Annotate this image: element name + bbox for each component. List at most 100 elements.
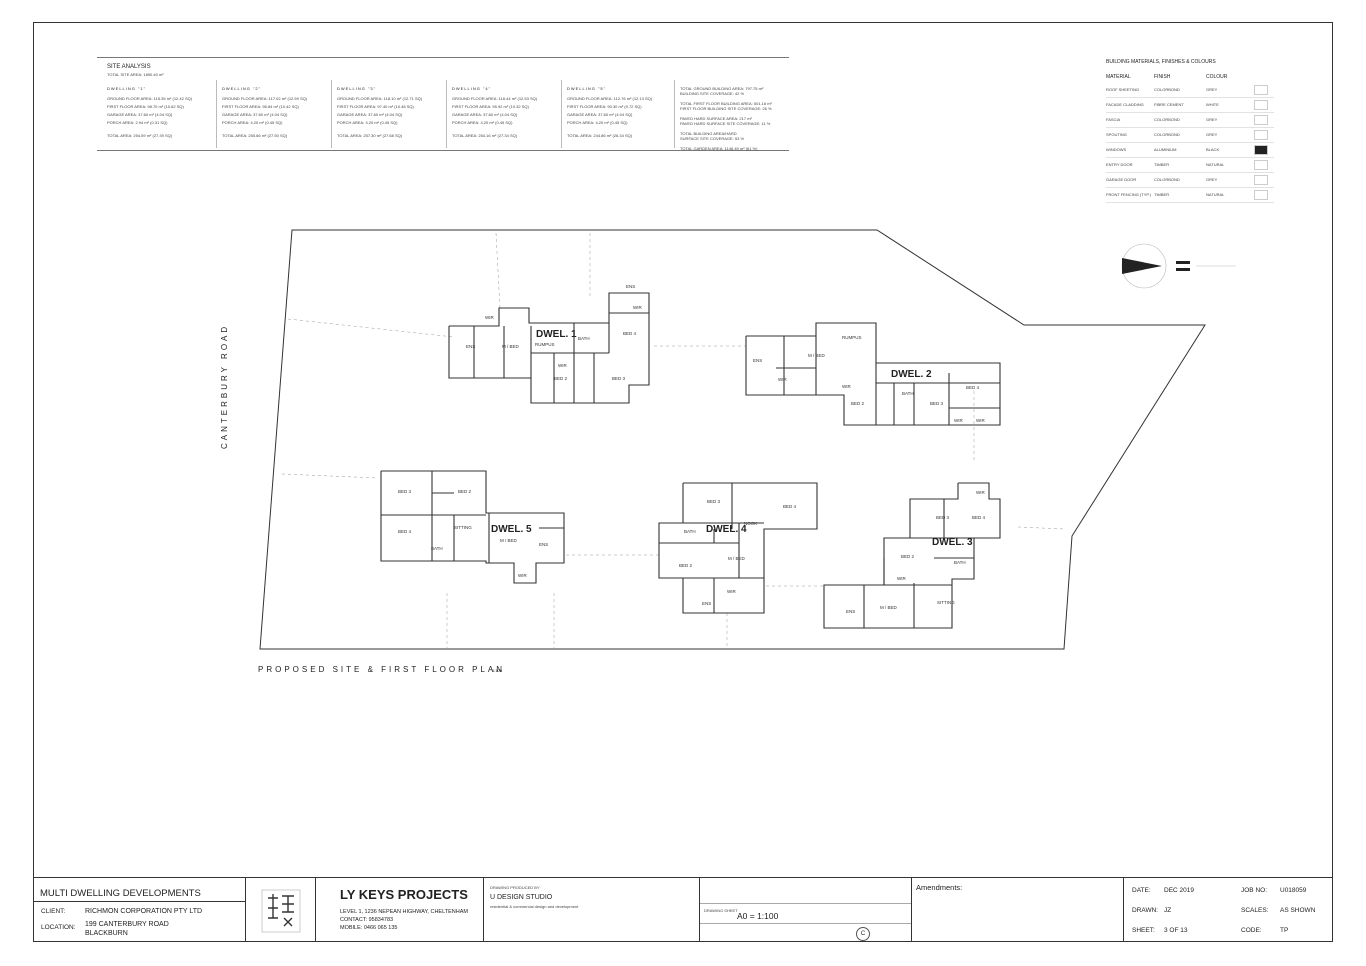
dwelling-4-label: DWEL. 4: [706, 524, 747, 535]
materials-table: BUILDING MATERIALS, FINISHES & COLOURS M…: [1106, 57, 1274, 203]
drawn-value: JZ: [1164, 907, 1172, 914]
room-label: ENS: [846, 609, 856, 614]
site-total-line: PAVED HARD SURFACE AREA: 217 m²: [680, 116, 752, 121]
room-label: RUMPUS: [535, 342, 555, 347]
dwelling-2-label: DWEL. 2: [891, 369, 932, 380]
material-colour: GREY: [1206, 117, 1218, 122]
dwelling-1-outline: [448, 292, 650, 404]
room-label: BED 2: [901, 554, 915, 559]
material-colour: GREY: [1206, 87, 1218, 92]
dwelling-area-column: DWELLING "5"GROUND FLOOR AREA: 112.76 m²…: [567, 86, 677, 138]
dwelling-area-heading: DWELLING "1": [107, 86, 147, 91]
room-label: WIR: [485, 315, 494, 320]
client-name: RICHMON CORPORATION PTY LTD: [85, 908, 203, 915]
site-plan-drawing: [259, 229, 1236, 650]
dwelling-area-heading: DWELLING "4": [452, 86, 492, 91]
firm-address: LEVEL 1, 1236 NEPEAN HIGHWAY, CHELTENHAM: [340, 909, 468, 915]
dwelling-area-row: GROUND FLOOR AREA: 116.44 m² (12.53 SQ): [452, 96, 538, 101]
dwelling-area-column: DWELLING "4" GROUND FLOOR AREA: 116.44 m²…: [452, 86, 562, 138]
room-label: BATH: [902, 391, 914, 396]
room-label: WIR: [976, 490, 985, 495]
job-value: U018059: [1280, 887, 1307, 894]
site-analysis-title: SITE ANALYSIS: [107, 64, 151, 70]
room-label: M / BED: [728, 556, 745, 561]
material-finish: TIMBER: [1154, 162, 1170, 167]
room-label: WIR: [842, 384, 851, 389]
dwelling-5-outline: [380, 470, 565, 584]
colour-swatch: [1254, 190, 1268, 200]
material-colour: NATURAL: [1206, 162, 1225, 167]
materials-title: BUILDING MATERIALS, FINISHES & COLOURS: [1106, 59, 1216, 65]
firm-name: LY KEYS PROJECTS: [340, 887, 468, 902]
site-total-line: TOTAL GROUND BUILDING AREA: 797.75 m²: [680, 86, 764, 91]
north-arrow: [1121, 243, 1236, 289]
room-label: WIR: [778, 377, 787, 382]
room-label: BATH: [954, 560, 966, 565]
dwelling-area-column: DWELLING "2"GROUND FLOOR AREA: 117.02 m²…: [222, 86, 332, 138]
drawing-sheet: SITE ANALYSIS TOTAL SITE AREA: 1890.40 m…: [33, 22, 1333, 942]
room-label: BED 2: [554, 376, 568, 381]
site-analysis-table: SITE ANALYSIS TOTAL SITE AREA: 1890.40 m…: [97, 57, 789, 151]
produced-by-label: DRAWING PRODUCED BY: [490, 885, 540, 890]
dwelling-area-row: GARAGE AREA: 37.60 m² (4.04 SQ): [107, 112, 173, 117]
room-label: ENS: [539, 542, 549, 547]
dwelling-area-row: FIRST FLOOR AREA: 98.70 m² (10.62 SQ): [107, 104, 184, 109]
studio-note: residential & commercial design and deve…: [490, 904, 579, 909]
room-label: ENS: [466, 344, 476, 349]
dwelling-1-label: DWEL. 1: [536, 329, 577, 340]
site-total-line: PAVED HARD SURFACE SITE COVERAGE: 11 %: [680, 121, 771, 126]
plan-title: PROPOSED SITE & FIRST FLOOR PLAN: [258, 665, 505, 674]
dwelling-area-total: TOTAL AREA: 255.66 m² (27.50 SQ): [222, 133, 288, 138]
material-name: FRONT FENCING (TYP.): [1106, 192, 1151, 197]
dwelling-area-row: FIRST FLOOR AREA: 90.30 m² (9.72 SQ): [567, 104, 642, 109]
materials-header-colour: COLOUR: [1206, 74, 1228, 80]
room-label: BED 4: [623, 331, 637, 336]
room-label: BED 4: [783, 504, 797, 509]
material-row: ENTRY DOOR TIMBER NATURAL: [1106, 158, 1274, 173]
room-label: WIR: [976, 418, 985, 423]
room-label: BED 4: [966, 385, 980, 390]
firm-cell: LY KEYS PROJECTS LEVEL 1, 1236 NEPEAN HI…: [316, 878, 484, 942]
plan-scale: 1:100: [492, 668, 503, 673]
date-label: DATE:: [1132, 887, 1151, 894]
site-boundary: [259, 229, 1206, 650]
material-name: GARAGE DOOR: [1106, 177, 1137, 182]
location-line-1: 199 CANTERBURY ROAD: [85, 921, 169, 928]
material-name: FASCIA: [1106, 117, 1121, 122]
drawing-sheet-label: DRAWING SHEET: [704, 908, 738, 913]
dwelling-area-row: GARAGE AREA: 37.60 m² (4.04 SQ): [222, 112, 288, 117]
room-label: M / BED: [500, 538, 517, 543]
code-value: TP: [1280, 927, 1289, 934]
client-label: CLIENT:: [41, 908, 66, 915]
dwelling-5-label: DWEL. 5: [491, 524, 532, 535]
room-label: BED 3: [398, 489, 412, 494]
room-label: BED 2: [679, 563, 693, 568]
dwelling-3-label: DWEL. 3: [932, 537, 973, 548]
dwelling-area-row: PORCH AREA: 4.20 m² (0.45 SQ): [567, 120, 628, 125]
dwelling-area-row: FIRST FLOOR AREA: 96.84 m² (10.42 SQ): [222, 104, 299, 109]
colour-swatch: [1254, 160, 1268, 170]
site-total-line: TOTAL BUILDING AREA/HARD: [680, 131, 737, 136]
sheet-info-cell: DATE: DEC 2019 DRAWN: JZ SHEET: 3 OF 13 …: [1124, 878, 1332, 942]
room-label: ENS: [753, 358, 763, 363]
dwelling-area-row: PORCH AREA: 4.20 m² (0.45 SQ): [337, 120, 398, 125]
code-label: CODE:: [1241, 927, 1262, 934]
room-label: BED 2: [458, 489, 472, 494]
amendments-label: Amendments:: [916, 883, 963, 892]
dwelling-2-outline: [745, 322, 1001, 426]
site-total-line: FIRST FLOOR BUILDING SITE COVERAGE: 26 %: [680, 106, 772, 111]
materials-header-material: MATERIAL: [1106, 74, 1131, 80]
dwelling-area-row: GARAGE AREA: 37.60 m² (4.04 SQ): [567, 112, 633, 117]
dwelling-3-outline: [823, 482, 1001, 629]
site-total-line: TOTAL FIRST FLOOR BUILDING AREA: 501.16 …: [680, 101, 772, 106]
material-finish: ALUMINIUM: [1154, 147, 1177, 152]
material-name: ENTRY DOOR: [1106, 162, 1133, 167]
dwelling-area-row: PORCH AREA: 2.94 m² (0.31 SQ): [107, 120, 168, 125]
room-label: WIR: [518, 573, 527, 578]
drawn-label: DRAWN:: [1132, 907, 1159, 914]
